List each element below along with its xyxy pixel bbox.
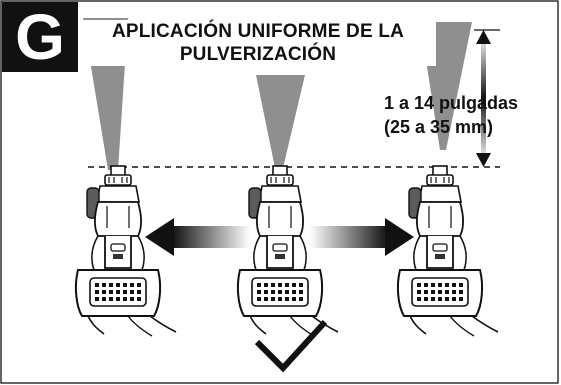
checkmark-icon <box>254 319 328 373</box>
double-arrow-icon <box>476 30 491 167</box>
distance-mm: (25 a 35 mm) <box>384 117 494 137</box>
arrow-right-icon <box>310 218 414 256</box>
section-letter-badge: G <box>2 2 78 72</box>
spray-gun-icon <box>74 165 177 337</box>
spray-cone-center <box>256 75 305 168</box>
distance-label: 1 a 14 pulgadas (25 a 35 mm) <box>384 91 518 139</box>
title-line-2: PULVERIZACIÓN <box>80 43 436 66</box>
arrow-left-icon <box>145 218 250 256</box>
distance-inches: 1 a 14 pulgadas <box>384 93 519 113</box>
title-line-1: APLICACIÓN UNIFORME DE LA <box>80 20 436 43</box>
diagram-title: APLICACIÓN UNIFORME DE LA PULVERIZACIÓN <box>80 20 436 66</box>
spray-gun-icon <box>396 165 499 337</box>
spray-gun-icon <box>236 165 339 337</box>
